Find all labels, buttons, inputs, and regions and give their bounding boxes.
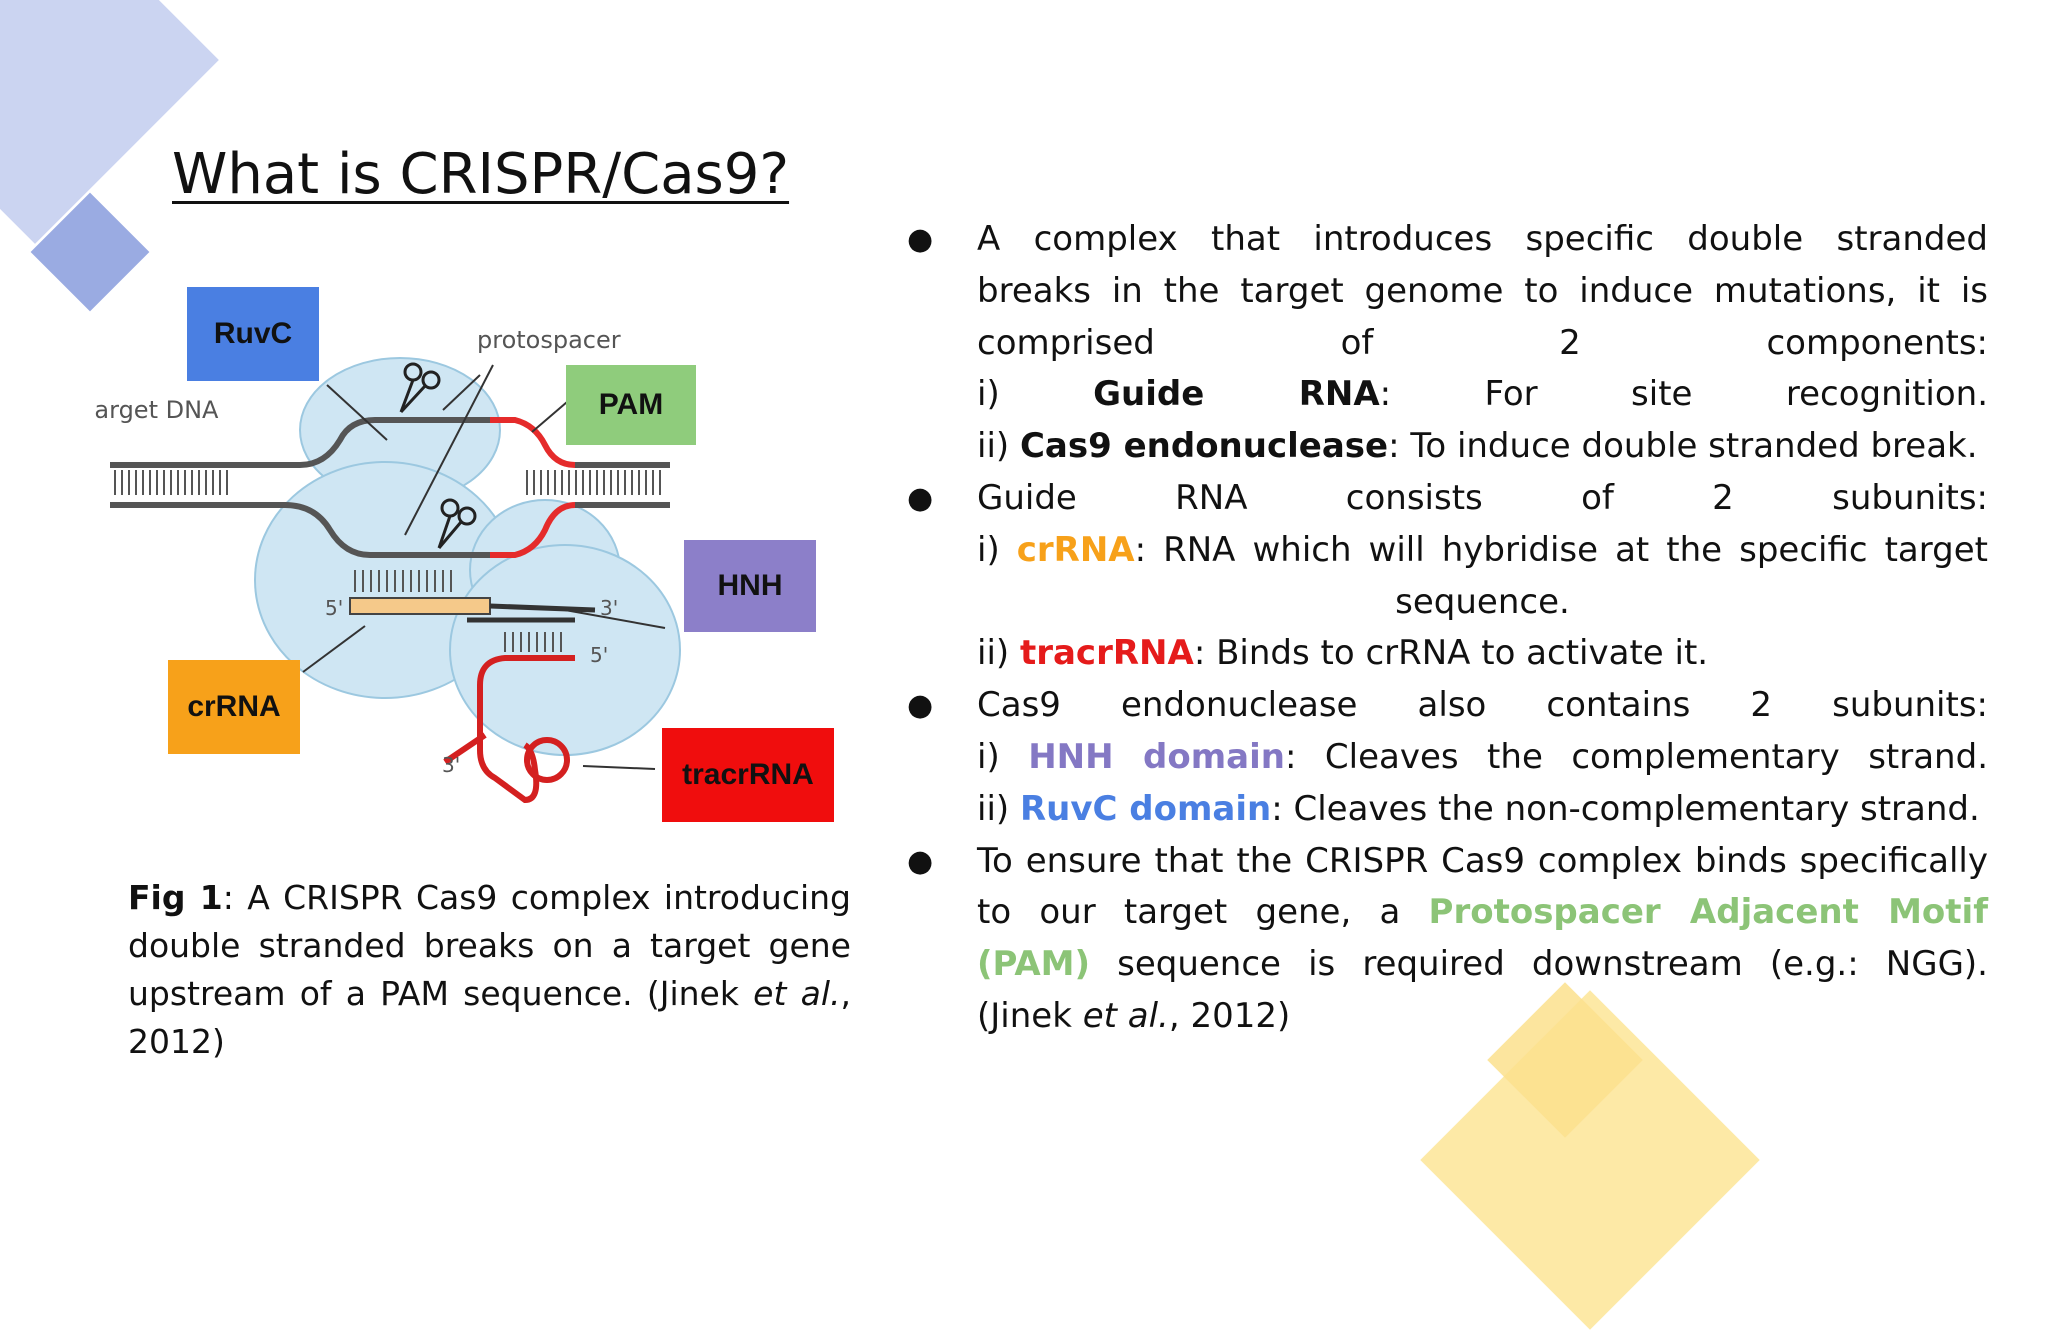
- bullet-dot: ●: [907, 688, 934, 724]
- bullet-dot: ●: [907, 222, 934, 257]
- caption-fig-number: Fig 1: [128, 878, 223, 917]
- scissors-icon: [399, 362, 441, 414]
- crispr-diagram: target DNA protospacer 5' 3' 5' 3': [85, 280, 855, 830]
- dna-base-pairs-left: [114, 470, 228, 495]
- caption-text: : A CRISPR Cas9 complex introducing doub…: [128, 878, 851, 1013]
- crrna-repeat-strand: [489, 603, 596, 613]
- crrna-spacer-bar: [349, 597, 491, 615]
- target-dna-text: target DNA: [95, 396, 219, 424]
- bullet-dot: ●: [907, 480, 934, 516]
- hnh-domain-term: HNH domain: [1028, 736, 1285, 777]
- bullet-line: i) crRNA: RNA which will hybridise at th…: [977, 529, 1988, 570]
- tracrrna-strand: [477, 655, 575, 804]
- scissors-icon: [437, 498, 477, 549]
- bullet-line: comprised of 2 components:: [977, 322, 1988, 363]
- pam-label: PAM: [566, 365, 696, 445]
- crrna-label: crRNA: [168, 660, 300, 754]
- cas9-protein-body: [254, 357, 681, 756]
- bullet-line: Cas9 endonuclease also contains 2 subuni…: [977, 685, 1988, 726]
- decor-diamond-top-left: [0, 0, 219, 244]
- leader-lines: [302, 364, 666, 770]
- tracrrna-tail: [443, 732, 487, 765]
- bullet-pam: ● To ensure that the CRISPR Cas9 complex…: [905, 836, 1988, 1043]
- dna-bottom-strand-left: [110, 502, 490, 558]
- guide-rna-term: Guide RNA: [1093, 374, 1380, 415]
- five-prime-crrna-text: 5': [325, 596, 343, 620]
- bullet-line: breaks in the target genome to induce mu…: [977, 270, 1988, 311]
- hnh-label: HNH: [684, 540, 816, 632]
- bullet-line: sequence.: [1395, 581, 1570, 622]
- pam-segment-top: [490, 417, 576, 468]
- bullet-cas9-subunits: ● Cas9 endonuclease also contains 2 subu…: [905, 680, 1988, 835]
- protospacer-text: protospacer: [477, 326, 621, 354]
- slide-title: What is CRISPR/Cas9?: [172, 142, 790, 207]
- figure-caption: Fig 1: A CRISPR Cas9 complex introducing…: [128, 874, 851, 1066]
- five-prime-tracrrna-text: 5': [590, 643, 608, 667]
- bullet-line: A complex that introduces specific doubl…: [977, 219, 1988, 259]
- bullet-dot: ●: [907, 843, 934, 879]
- bullet-line: ii) tracrRNA: Binds to crRNA to activate…: [977, 633, 1709, 674]
- bullet-line: Guide RNA consists of 2 subunits:: [977, 477, 1988, 518]
- tracrrna-hairpin-loop: [524, 737, 570, 783]
- three-prime-crrna-text: 3': [600, 596, 618, 620]
- ruvc-domain-term: RuvC domain: [1019, 788, 1272, 829]
- bullet-list: ● A complex that introduces specific dou…: [905, 214, 1988, 1043]
- ruvc-label: RuvC: [187, 287, 319, 381]
- tracrrna-label: tracrRNA: [662, 728, 834, 822]
- cas9-complex-illustration: target DNA protospacer 5' 3' 5' 3': [85, 326, 681, 804]
- pam-et-al: et al.: [1082, 995, 1169, 1036]
- bullet-line: i) HNH domain: Cleaves the complementary…: [977, 736, 1988, 777]
- bullet-line: ii) Cas9 endonuclease: To induce double …: [977, 426, 1978, 467]
- tracrrna-term: tracrRNA: [1019, 633, 1194, 674]
- caption-year: , 2012): [128, 974, 851, 1061]
- bullet-cas9-complex: ● A complex that introduces specific dou…: [905, 214, 1988, 473]
- crrna-term: crRNA: [1016, 529, 1135, 570]
- pam-segment-bottom: [490, 502, 576, 558]
- dna-base-pairs-right: [526, 470, 661, 495]
- pam-term: Protospacer Adjacent Motif (PAM): [977, 892, 1988, 985]
- three-prime-tracrrna-text: 3': [442, 753, 460, 777]
- bullet-line: ii) RuvC domain: Cleaves the non-complem…: [977, 788, 1980, 829]
- bullet-line: i) Guide RNA: For site recognition.: [977, 374, 1989, 415]
- bullet-paragraph: To ensure that the CRISPR Cas9 complex b…: [977, 840, 1988, 1036]
- cas9-endonuclease-term: Cas9 endonuclease: [1019, 426, 1389, 467]
- caption-et-al: et al.: [753, 974, 841, 1013]
- guide-pairing-ticks: [354, 570, 562, 652]
- bullet-guide-rna: ● Guide RNA consists of 2 subunits: i) c…: [905, 473, 1988, 680]
